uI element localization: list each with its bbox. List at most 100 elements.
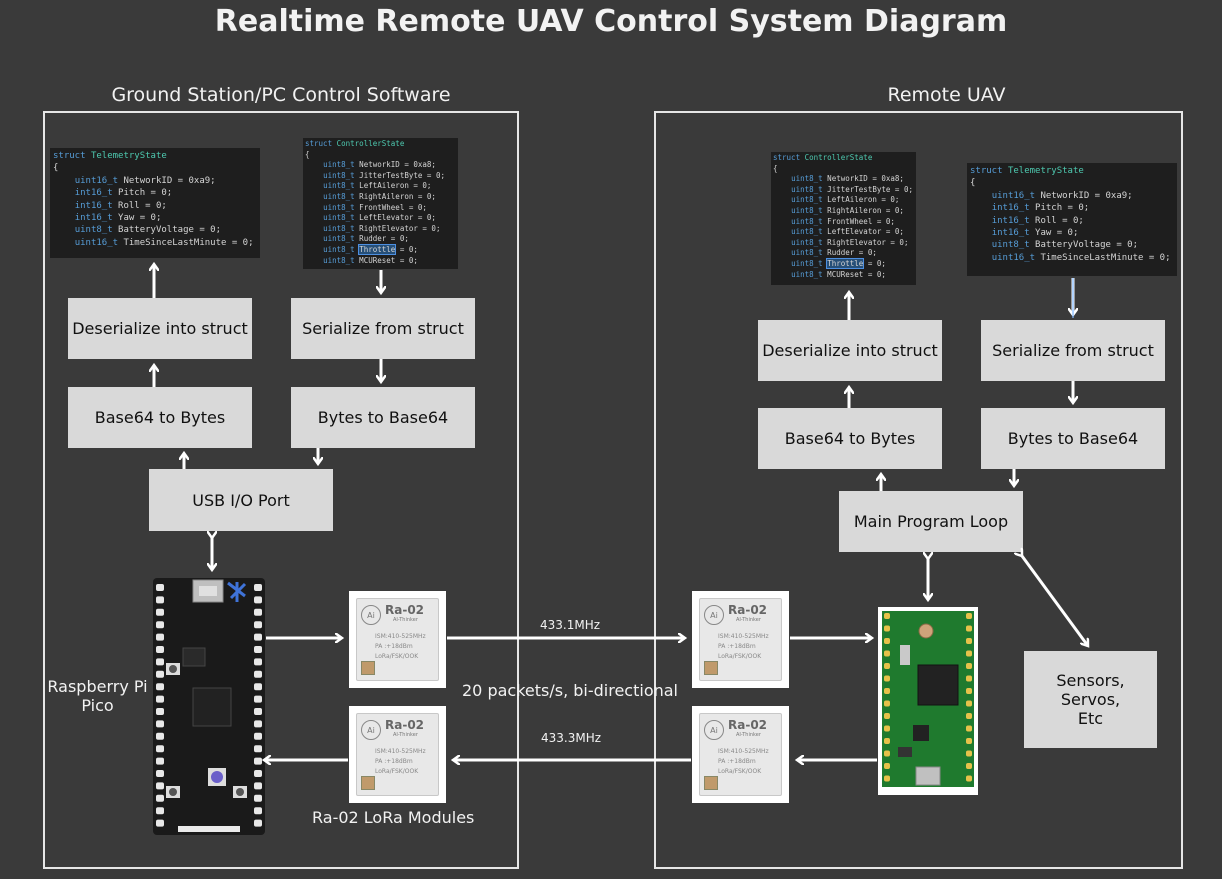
header-pin [966, 650, 972, 657]
lora-module-brand: AI-Thinker [736, 617, 761, 623]
lora-module-spec-power: PA :+18dBm [375, 758, 413, 765]
lora-module-spec-freq: ISM:410-525MHz [718, 748, 769, 755]
code-line: uint8_t RightElevator = 0; [323, 223, 441, 233]
header-pin [966, 763, 972, 769]
header-pin [156, 819, 164, 827]
lora-module-name: Ra-02 [385, 603, 425, 617]
header-pin [966, 725, 972, 732]
teensy-board [878, 607, 978, 795]
code-line: uint8_t RightElevator = 0; [791, 237, 909, 247]
lora-modules-label: Ra-02 LoRa Modules [312, 808, 475, 827]
header-pin [156, 658, 164, 666]
header-pin [254, 745, 262, 753]
header-pin [884, 738, 890, 744]
code-line: uint16_t TimeSinceLastMinute = 0; [74, 237, 254, 248]
code-line: uint16_t NetworkID = 0xa9; [74, 175, 216, 186]
ground-base64-to-bytes-box: Base64 to Bytes [68, 387, 252, 448]
uav-base64-to-bytes-box: Base64 to Bytes [758, 408, 942, 469]
header-pin [254, 670, 262, 678]
antenna-connector-icon [704, 776, 718, 790]
code-line: struct ControllerState [305, 139, 405, 148]
code-line: uint16_t NetworkID = 0xa9; [991, 190, 1133, 201]
header-pin [884, 675, 890, 682]
code-line: uint8_t RightAileron = 0; [323, 191, 436, 201]
ai-logo-icon: Ai [361, 605, 381, 625]
header-pin [254, 695, 262, 703]
header-pin [254, 621, 262, 629]
header-pin [966, 738, 972, 744]
code-line: uint8_t Rudder = 0; [791, 248, 877, 258]
ground-controller-struct-code: struct ControllerState{ uint8_t NetworkI… [303, 138, 458, 269]
header-pin [966, 750, 972, 757]
code-line: uint8_t LeftElevator = 0; [791, 227, 904, 237]
header-pin [156, 596, 164, 604]
header-pin [884, 763, 890, 769]
header-pin [884, 663, 890, 669]
ground-deserialize-box: Deserialize into struct [68, 298, 252, 359]
header-pin [156, 695, 164, 703]
header-pin [156, 794, 164, 802]
lora-module-spec-freq: ISM:410-525MHz [375, 633, 426, 640]
ai-logo-icon: Ai [704, 720, 724, 740]
header-pin [254, 782, 262, 790]
header-pin [254, 770, 262, 777]
header-pin [156, 807, 164, 815]
header-pin [966, 613, 972, 619]
code-line: struct ControllerState [773, 153, 873, 162]
ground-bytes-to-base64-box: Bytes to Base64 [291, 387, 475, 448]
header-pin [254, 658, 262, 666]
antenna-connector-icon [361, 776, 375, 790]
code-line: { [773, 163, 778, 173]
antenna-connector-icon [704, 661, 718, 675]
header-pin [884, 650, 890, 657]
arrow-main-loop-to-sensors [1022, 556, 1088, 646]
freq-top-label: 433.1MHz [540, 618, 601, 632]
header-pin [156, 683, 164, 691]
header-pin [156, 608, 164, 616]
header-pin [156, 720, 164, 728]
header-pin [156, 670, 164, 678]
header-pin [966, 663, 972, 669]
code-line: uint8_t Throttle = 0; [323, 243, 418, 255]
lora-module-spec-power: PA :+18dBm [718, 758, 756, 765]
usb-io-port-box: USB I/O Port [149, 469, 333, 531]
header-pin [254, 720, 262, 728]
header-pin [884, 613, 890, 619]
antenna-connector-icon [361, 661, 375, 675]
code-line: { [970, 178, 976, 189]
header-pin [966, 675, 972, 682]
code-line: int16_t Roll = 0; [74, 200, 167, 211]
lora-module-name: Ra-02 [385, 718, 425, 732]
ground-serialize-box: Serialize from struct [291, 298, 475, 359]
remote-uav-panel [654, 111, 1183, 869]
ground-telemetry-struct-code: struct TelemetryState{ uint16_t NetworkI… [50, 148, 260, 258]
header-pin [156, 621, 164, 629]
lora-module-spec-modes: LoRa/FSK/OOK [375, 653, 419, 660]
lora-module-name: Ra-02 [728, 718, 768, 732]
code-line: int16_t Pitch = 0; [74, 188, 173, 199]
header-pin [884, 625, 890, 632]
header-pin [254, 608, 262, 616]
header-pin [156, 646, 164, 653]
code-line: { [305, 149, 310, 159]
header-pin [156, 584, 164, 591]
code-line: uint8_t LeftAileron = 0; [791, 195, 900, 205]
header-pin [254, 807, 262, 815]
code-line: uint8_t MCUReset = 0; [323, 255, 418, 265]
main-program-loop-box: Main Program Loop [839, 491, 1023, 552]
uav-controller-struct-code: struct ControllerState{ uint8_t NetworkI… [771, 152, 916, 285]
header-pin [254, 819, 262, 827]
uav-serialize-box: Serialize from struct [981, 320, 1165, 381]
lora-module-brand: AI-Thinker [736, 732, 761, 738]
pico-board-graphic [153, 578, 265, 835]
header-pin [966, 700, 972, 707]
code-line: int16_t Pitch = 0; [991, 203, 1090, 214]
header-pin [156, 757, 164, 765]
